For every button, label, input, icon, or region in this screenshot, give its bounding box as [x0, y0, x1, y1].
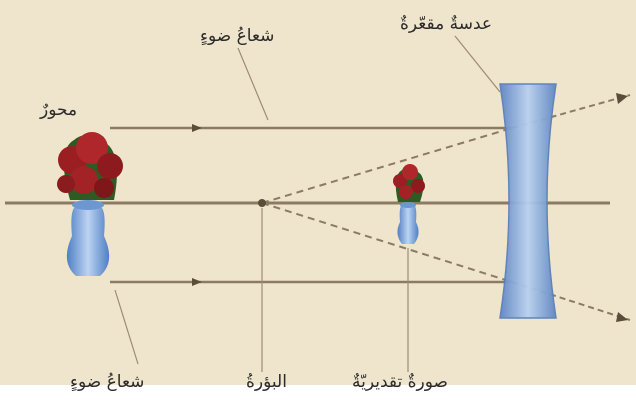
arrow-refracted-bottom-icon [616, 312, 628, 322]
virtual-image-flower-vase [393, 164, 425, 244]
virtual-extension-bottom [261, 202, 513, 283]
leader-lens [454, 35, 501, 93]
virtual-extension-top [261, 127, 513, 204]
leader-ray-bottom [114, 289, 139, 365]
label-virtual-image: صورةٌ تقديريّةٌ [352, 372, 448, 392]
label-lens: عدسةٌ مقعّرةٌ [400, 14, 493, 34]
arrow-top-icon [192, 124, 202, 132]
object-flower-vase [57, 132, 123, 276]
concave-lens [499, 83, 557, 319]
leader-ray-top [237, 47, 269, 121]
label-ray-top: شعاعُ ضوءٍ [200, 26, 275, 46]
label-axis: محورٌ [40, 100, 78, 120]
label-focus: البؤرةُ [246, 372, 287, 392]
page-margin [0, 385, 636, 419]
focal-point-marker [258, 199, 266, 207]
arrow-refracted-top-icon [616, 93, 628, 104]
arrow-bottom-icon [192, 278, 202, 286]
label-ray-bottom: شعاعُ ضوءٍ [70, 372, 145, 392]
